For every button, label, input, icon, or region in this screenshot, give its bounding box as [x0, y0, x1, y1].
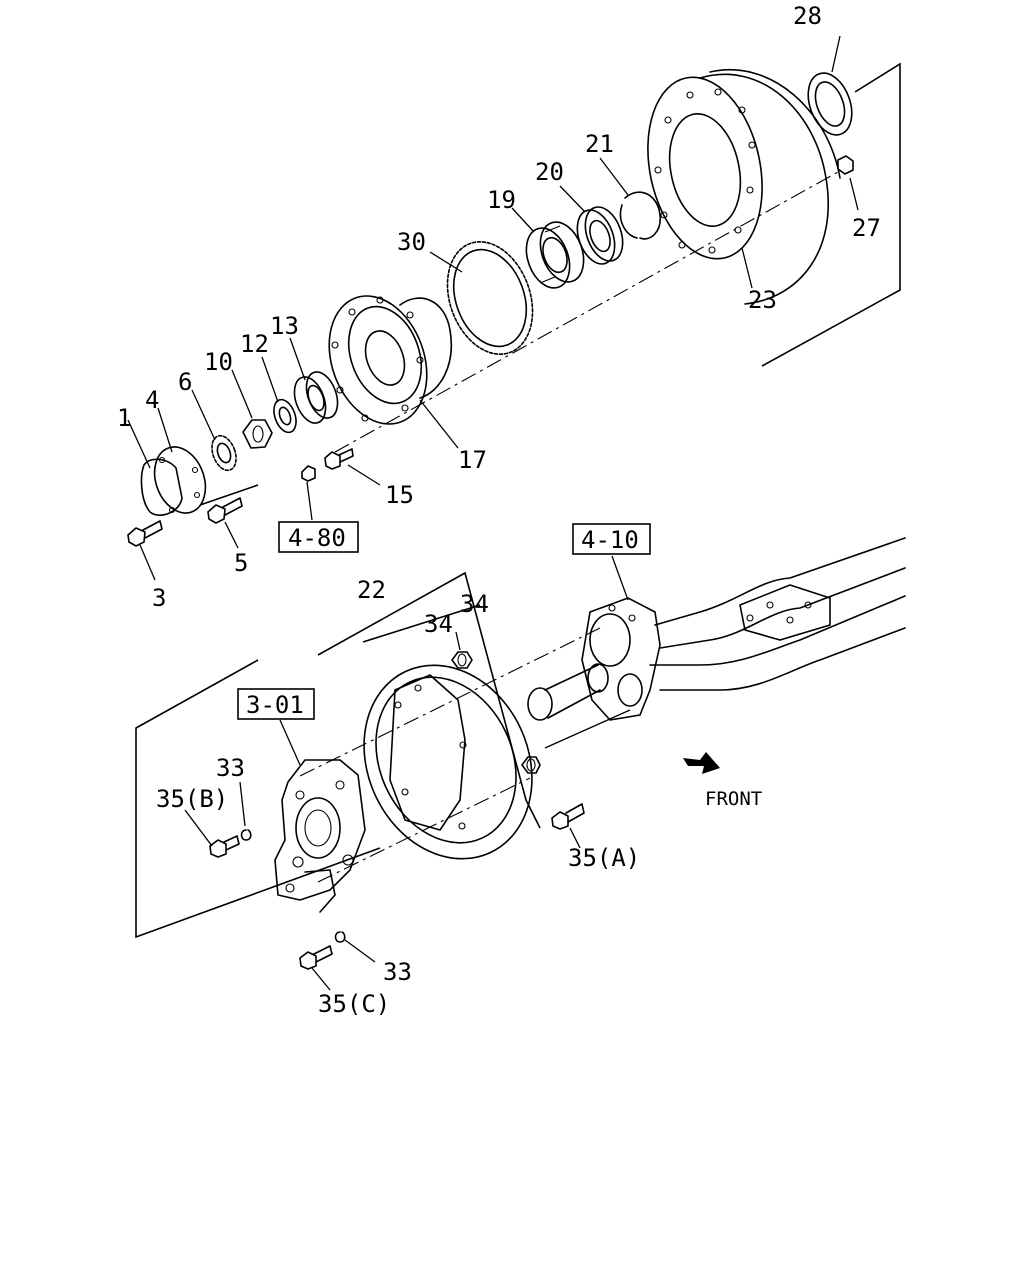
axle-knuckle — [527, 597, 661, 721]
label-34-left: 34 — [424, 610, 453, 638]
label-34-right: 34 — [460, 590, 489, 618]
label-20: 20 — [535, 158, 564, 186]
bolt-35b — [209, 835, 240, 858]
lower-leaders — [184, 555, 629, 991]
bearing-19 — [525, 221, 585, 289]
tone-ring-30 — [446, 241, 534, 355]
ref-box-3-01: 3-01 — [237, 688, 315, 720]
front-arrow-icon — [683, 752, 720, 774]
hub-bolt-ref — [301, 465, 316, 482]
label-1: 1 — [117, 404, 131, 432]
hub-17 — [328, 295, 452, 425]
label-4: 4 — [145, 386, 159, 414]
bolt-3 — [127, 520, 163, 547]
plug-34-upper — [451, 651, 473, 669]
upper-leaders — [127, 35, 859, 581]
label-6: 6 — [178, 368, 192, 396]
label-13: 13 — [270, 312, 299, 340]
nut-10 — [242, 419, 273, 449]
upper-group-frame — [199, 62, 901, 506]
bolt-15 — [324, 448, 354, 470]
label-33-lower: 33 — [383, 958, 412, 986]
lower-axis-line-1 — [299, 627, 601, 777]
bolt-35a — [551, 803, 585, 830]
svg-text:3-01: 3-01 — [246, 691, 304, 719]
clip-33-lower — [334, 931, 346, 943]
axle-beam — [649, 537, 906, 691]
label-10: 10 — [204, 348, 233, 376]
brake-drum — [647, 69, 841, 305]
lower-group-frame — [135, 571, 541, 939]
nut-27 — [837, 155, 854, 175]
bolt-35c — [299, 945, 333, 970]
front-label: FRONT — [705, 788, 762, 810]
washer-12 — [273, 398, 297, 434]
lower-axis-line-3 — [544, 709, 631, 749]
label-17: 17 — [458, 446, 487, 474]
ref-box-4-10: 4-10 — [572, 523, 651, 555]
oil-seal-28 — [807, 72, 853, 136]
label-3: 3 — [152, 584, 166, 612]
label-35b: 35(B) — [156, 785, 228, 813]
svg-text:4-80: 4-80 — [288, 524, 346, 552]
brake-spider — [274, 759, 366, 913]
label-33-upper: 33 — [216, 754, 245, 782]
snap-ring-21 — [619, 191, 661, 240]
lock-plate-6 — [211, 434, 237, 472]
backing-plate-22 — [363, 664, 533, 860]
label-15: 15 — [385, 481, 414, 509]
label-30: 30 — [397, 228, 426, 256]
ref-box-4-80: 4-80 — [278, 521, 359, 553]
bolt-5 — [207, 497, 243, 524]
label-12: 12 — [240, 330, 269, 358]
plug-34-lower — [521, 756, 541, 774]
label-23: 23 — [748, 286, 777, 314]
label-28: 28 — [793, 2, 822, 30]
label-22: 22 — [357, 576, 386, 604]
hub-cap-1 — [140, 446, 207, 516]
clip-33-upper — [240, 829, 252, 841]
label-35c: 35(C) — [318, 990, 390, 1018]
label-5: 5 — [234, 549, 248, 577]
lower-axis-line-2 — [317, 777, 531, 883]
label-27: 27 — [852, 214, 881, 242]
bearing-13 — [293, 371, 339, 424]
label-21: 21 — [585, 130, 614, 158]
label-19: 19 — [487, 186, 516, 214]
svg-text:4-10: 4-10 — [581, 526, 639, 554]
label-35a: 35(A) — [568, 844, 640, 872]
